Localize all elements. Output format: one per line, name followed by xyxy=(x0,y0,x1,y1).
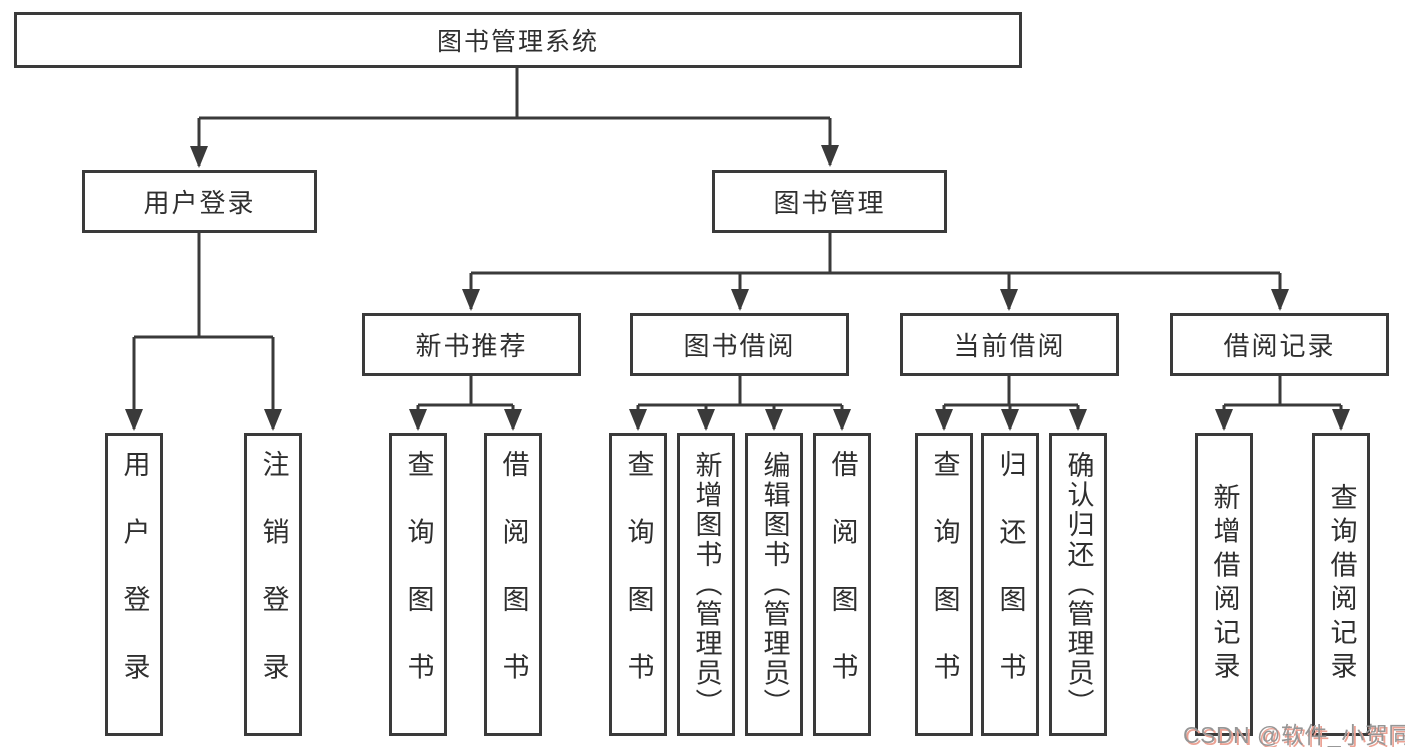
node-label: 查询借阅记录 xyxy=(1326,483,1357,686)
node-leaf-confirm-return-admin: 确认归还（管理员） xyxy=(1049,433,1107,736)
node-label: 当前借阅 xyxy=(953,331,1066,361)
node-root-library-management-system: 图书管理系统 xyxy=(14,12,1022,68)
node-label: 图书借阅 xyxy=(683,331,796,361)
node-book-borrowing: 图书借阅 xyxy=(630,313,849,376)
node-book-management: 图书管理 xyxy=(712,170,947,233)
node-label: 确认归还（管理员） xyxy=(1063,450,1094,719)
node-leaf-edit-book-admin: 编辑图书（管理员） xyxy=(745,433,803,736)
node-leaf-return-book: 归还图书 xyxy=(981,433,1039,736)
node-label: 查询图书 xyxy=(403,449,434,720)
node-label: 归还图书 xyxy=(995,449,1026,720)
node-label: 用户登录 xyxy=(143,188,256,218)
csdn-watermark: CSDN @软件_小贺同学 xyxy=(1183,722,1405,747)
node-leaf-add-book-admin: 新增图书（管理员） xyxy=(677,433,735,736)
node-label: 借阅记录 xyxy=(1223,331,1336,361)
node-label: 图书管理系统 xyxy=(436,28,599,56)
node-leaf-user-login: 用户登录 xyxy=(105,433,163,736)
node-leaf-query-books-borrowing: 查询图书 xyxy=(609,433,667,736)
node-leaf-query-borrow-record: 查询借阅记录 xyxy=(1312,433,1370,736)
node-label: 新增图书（管理员） xyxy=(691,450,722,719)
node-label: 借阅图书 xyxy=(498,449,529,720)
node-label: 新增借阅记录 xyxy=(1209,483,1240,686)
node-leaf-logout: 注销登录 xyxy=(244,433,302,736)
node-label: 查询图书 xyxy=(929,449,960,720)
node-new-book-recommend: 新书推荐 xyxy=(362,313,581,376)
node-label: 图书管理 xyxy=(773,188,886,218)
node-label: 借阅图书 xyxy=(827,449,858,720)
node-user-login: 用户登录 xyxy=(82,170,317,233)
node-leaf-borrow-books-recommend: 借阅图书 xyxy=(484,433,542,736)
node-label: 新书推荐 xyxy=(415,331,528,361)
node-label: 注销登录 xyxy=(258,449,289,720)
node-current-borrowing: 当前借阅 xyxy=(900,313,1119,376)
node-leaf-query-books-recommend: 查询图书 xyxy=(389,433,447,736)
node-borrowing-records: 借阅记录 xyxy=(1170,313,1389,376)
node-leaf-query-books-current: 查询图书 xyxy=(915,433,973,736)
node-leaf-borrow-book: 借阅图书 xyxy=(813,433,871,736)
node-leaf-add-borrow-record: 新增借阅记录 xyxy=(1195,433,1253,736)
node-label: 查询图书 xyxy=(623,449,654,720)
node-label: 编辑图书（管理员） xyxy=(759,450,790,719)
node-label: 用户登录 xyxy=(119,449,150,720)
